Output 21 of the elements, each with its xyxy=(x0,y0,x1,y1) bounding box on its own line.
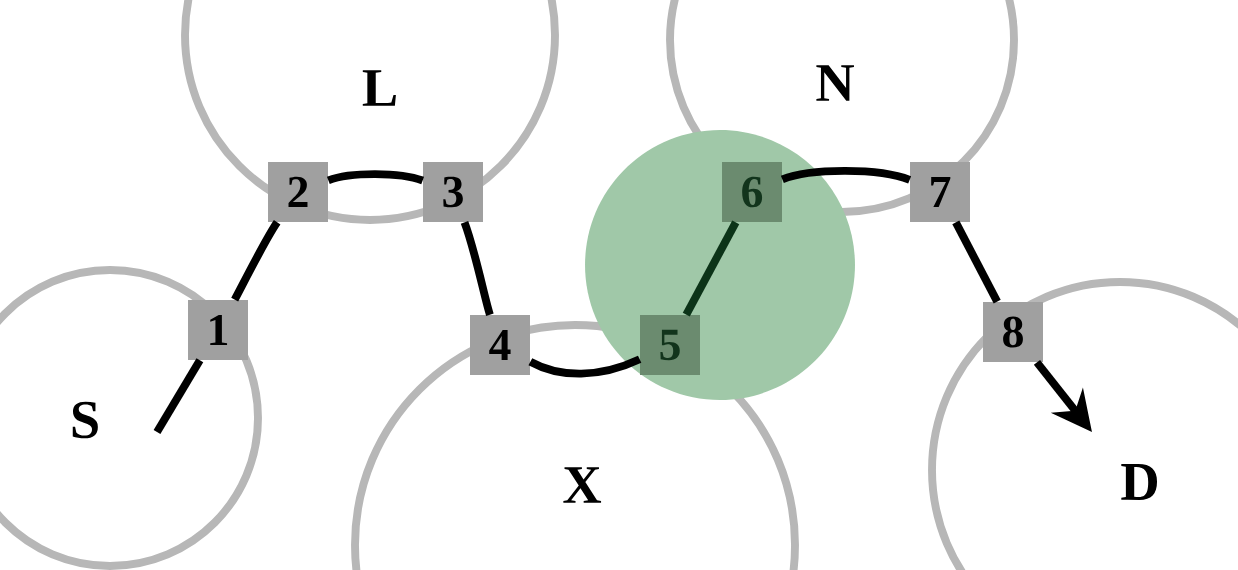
region-label: L xyxy=(362,70,396,106)
path-line xyxy=(460,221,494,316)
numbered-square: 2 xyxy=(268,162,328,222)
region-label: N xyxy=(816,65,854,101)
numbered-square: 4 xyxy=(470,315,530,375)
numbered-square: 8 xyxy=(983,302,1043,362)
region-label: D xyxy=(1121,464,1157,500)
path-line xyxy=(952,220,1001,304)
numbered-square: 7 xyxy=(910,162,970,222)
path-line xyxy=(153,358,204,434)
path-line xyxy=(528,355,642,378)
path-line xyxy=(682,220,740,317)
numbered-square: 1 xyxy=(188,300,248,360)
numbered-square: 6 xyxy=(722,162,782,222)
path-line xyxy=(231,220,281,302)
numbered-square: 3 xyxy=(423,162,483,222)
numbered-square: 5 xyxy=(640,315,700,375)
path-line xyxy=(327,170,424,185)
region-label: S xyxy=(72,401,98,439)
region-label: X xyxy=(563,467,602,503)
path-line xyxy=(781,166,911,184)
